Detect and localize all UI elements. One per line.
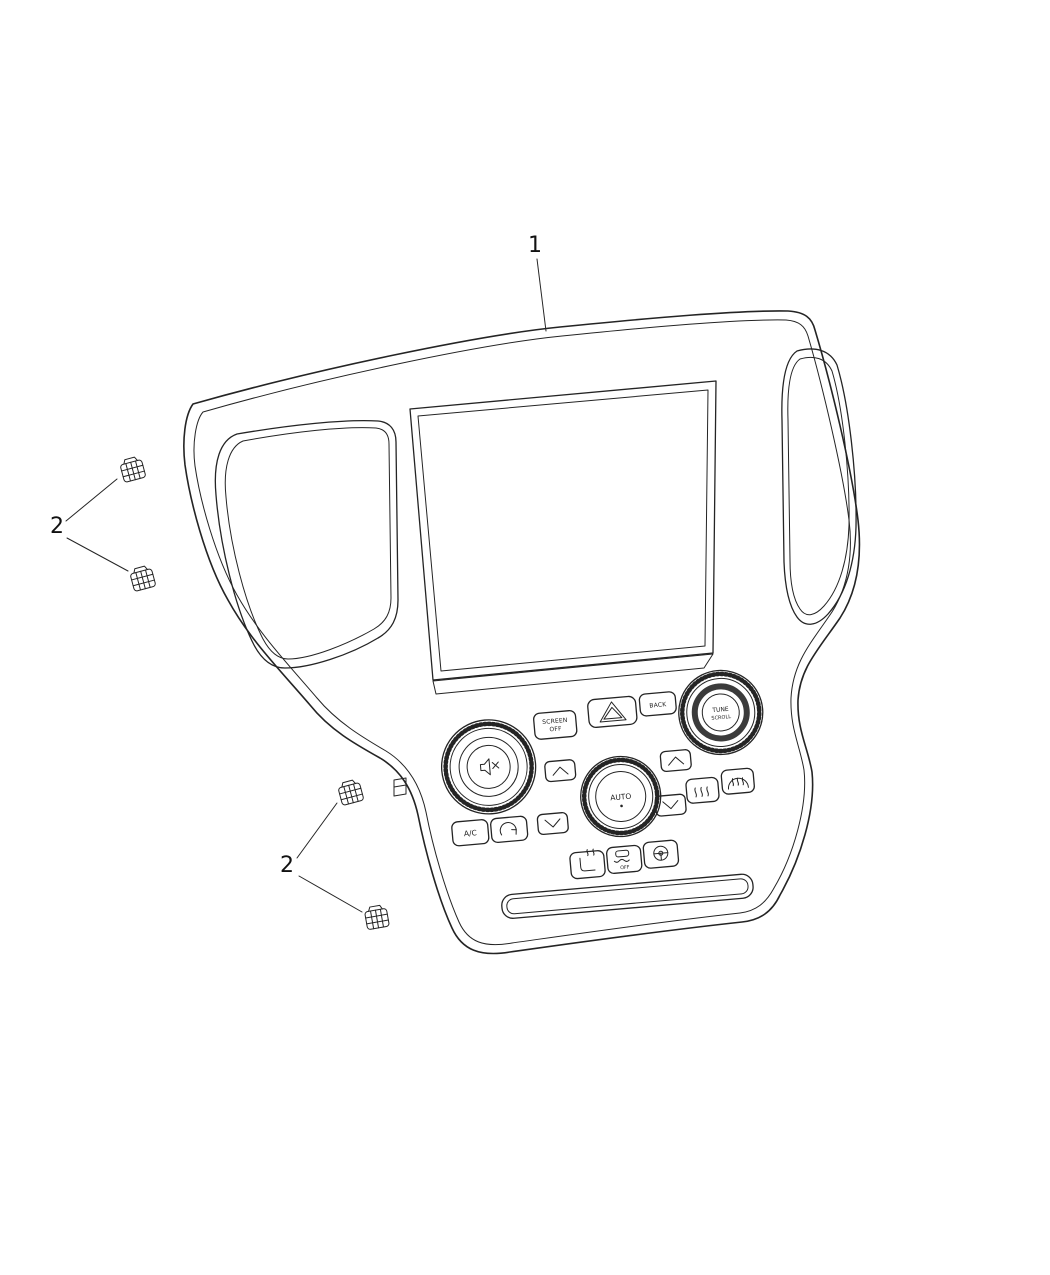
chevron-down-icon bbox=[662, 800, 679, 810]
tune-knob-label-line1: TUNE bbox=[711, 706, 729, 715]
tune-knob: TUNE SCROLL bbox=[678, 669, 764, 756]
left-vent-opening bbox=[214, 419, 399, 669]
bezel-inner-outline bbox=[193, 319, 851, 946]
temp-down-left-button bbox=[536, 812, 569, 836]
bezel-mount-tab bbox=[393, 777, 407, 797]
heated-seat-button bbox=[569, 848, 606, 880]
temp-up-left-button bbox=[544, 759, 577, 783]
volume-knob bbox=[440, 719, 537, 815]
chevron-up-icon bbox=[552, 766, 569, 776]
ac-button: A/C bbox=[451, 819, 490, 847]
left-vent-outer bbox=[214, 419, 399, 669]
callout-2-upper-label: 2 bbox=[50, 514, 64, 539]
esc-off-icon bbox=[613, 849, 630, 863]
right-vent-outer bbox=[781, 348, 857, 625]
screen-inner-edge bbox=[417, 389, 709, 672]
clip-lower-1 bbox=[336, 778, 365, 807]
recirculation-icon bbox=[499, 822, 517, 836]
recirculation-button bbox=[490, 815, 529, 844]
rear-defrost-icon bbox=[694, 786, 709, 798]
hazard-triangle-icon bbox=[599, 701, 627, 723]
back-button: BACK bbox=[638, 691, 677, 717]
clip-upper-1 bbox=[118, 455, 147, 484]
heated-seat-icon bbox=[579, 848, 596, 872]
screen-off-label-line1: SCREEN bbox=[542, 717, 568, 726]
heated-steering-button bbox=[642, 839, 680, 869]
front-defrost-icon bbox=[727, 777, 749, 790]
control-panel: SCREEN OFF BACK bbox=[440, 669, 764, 919]
callout-2-lower-leader-line-2 bbox=[298, 875, 363, 913]
esc-off-label: OFF bbox=[620, 864, 630, 871]
callout-2-upper-leader-line-2 bbox=[66, 537, 129, 572]
screen-off-label-line2: OFF bbox=[549, 725, 562, 733]
center-stack-unit-drawing: SCREEN OFF BACK bbox=[183, 310, 861, 955]
front-defrost-button bbox=[720, 767, 755, 795]
right-vent-opening bbox=[781, 348, 857, 625]
retaining-clips bbox=[118, 455, 390, 931]
tune-knob-label-line2: SCROLL bbox=[711, 714, 731, 722]
callout-2-upper: 2 bbox=[50, 478, 129, 572]
right-vent-inner bbox=[787, 356, 850, 616]
left-vent-inner bbox=[224, 427, 392, 660]
screen-off-button: SCREEN OFF bbox=[533, 709, 578, 740]
temp-up-right-button bbox=[659, 749, 692, 773]
speaker-mute-icon bbox=[479, 758, 500, 776]
lower-trim-button bbox=[501, 873, 754, 919]
callout-2-lower: 2 bbox=[280, 802, 363, 913]
back-label: BACK bbox=[649, 701, 667, 710]
touchscreen-opening bbox=[409, 380, 717, 695]
auto-knob-label: AUTO bbox=[610, 792, 632, 803]
bezel-outer-outline bbox=[183, 310, 861, 955]
callout-1-leader-line bbox=[536, 258, 547, 332]
esc-off-button: OFF bbox=[605, 844, 643, 875]
heated-steering-icon bbox=[653, 845, 669, 861]
hazard-button bbox=[587, 695, 638, 729]
rear-defrost-button bbox=[685, 776, 720, 804]
auto-climate-knob: AUTO bbox=[580, 755, 662, 838]
chevron-down-icon bbox=[544, 818, 561, 828]
clip-lower-2 bbox=[363, 903, 390, 931]
clip-upper-2 bbox=[128, 564, 157, 593]
callouts: 1 2 2 bbox=[50, 233, 547, 913]
screen-lower-trim bbox=[432, 653, 714, 695]
callout-1-label: 1 bbox=[528, 233, 542, 258]
callout-2-lower-label: 2 bbox=[280, 853, 294, 878]
callout-2-upper-leader-line-1 bbox=[65, 478, 118, 522]
callout-1: 1 bbox=[528, 233, 547, 332]
temp-down-right-button bbox=[654, 793, 687, 817]
screen-outer-edge bbox=[409, 380, 717, 681]
ac-label: A/C bbox=[464, 828, 478, 838]
callout-2-lower-leader-line-1 bbox=[296, 802, 338, 859]
chevron-up-icon bbox=[668, 756, 685, 766]
